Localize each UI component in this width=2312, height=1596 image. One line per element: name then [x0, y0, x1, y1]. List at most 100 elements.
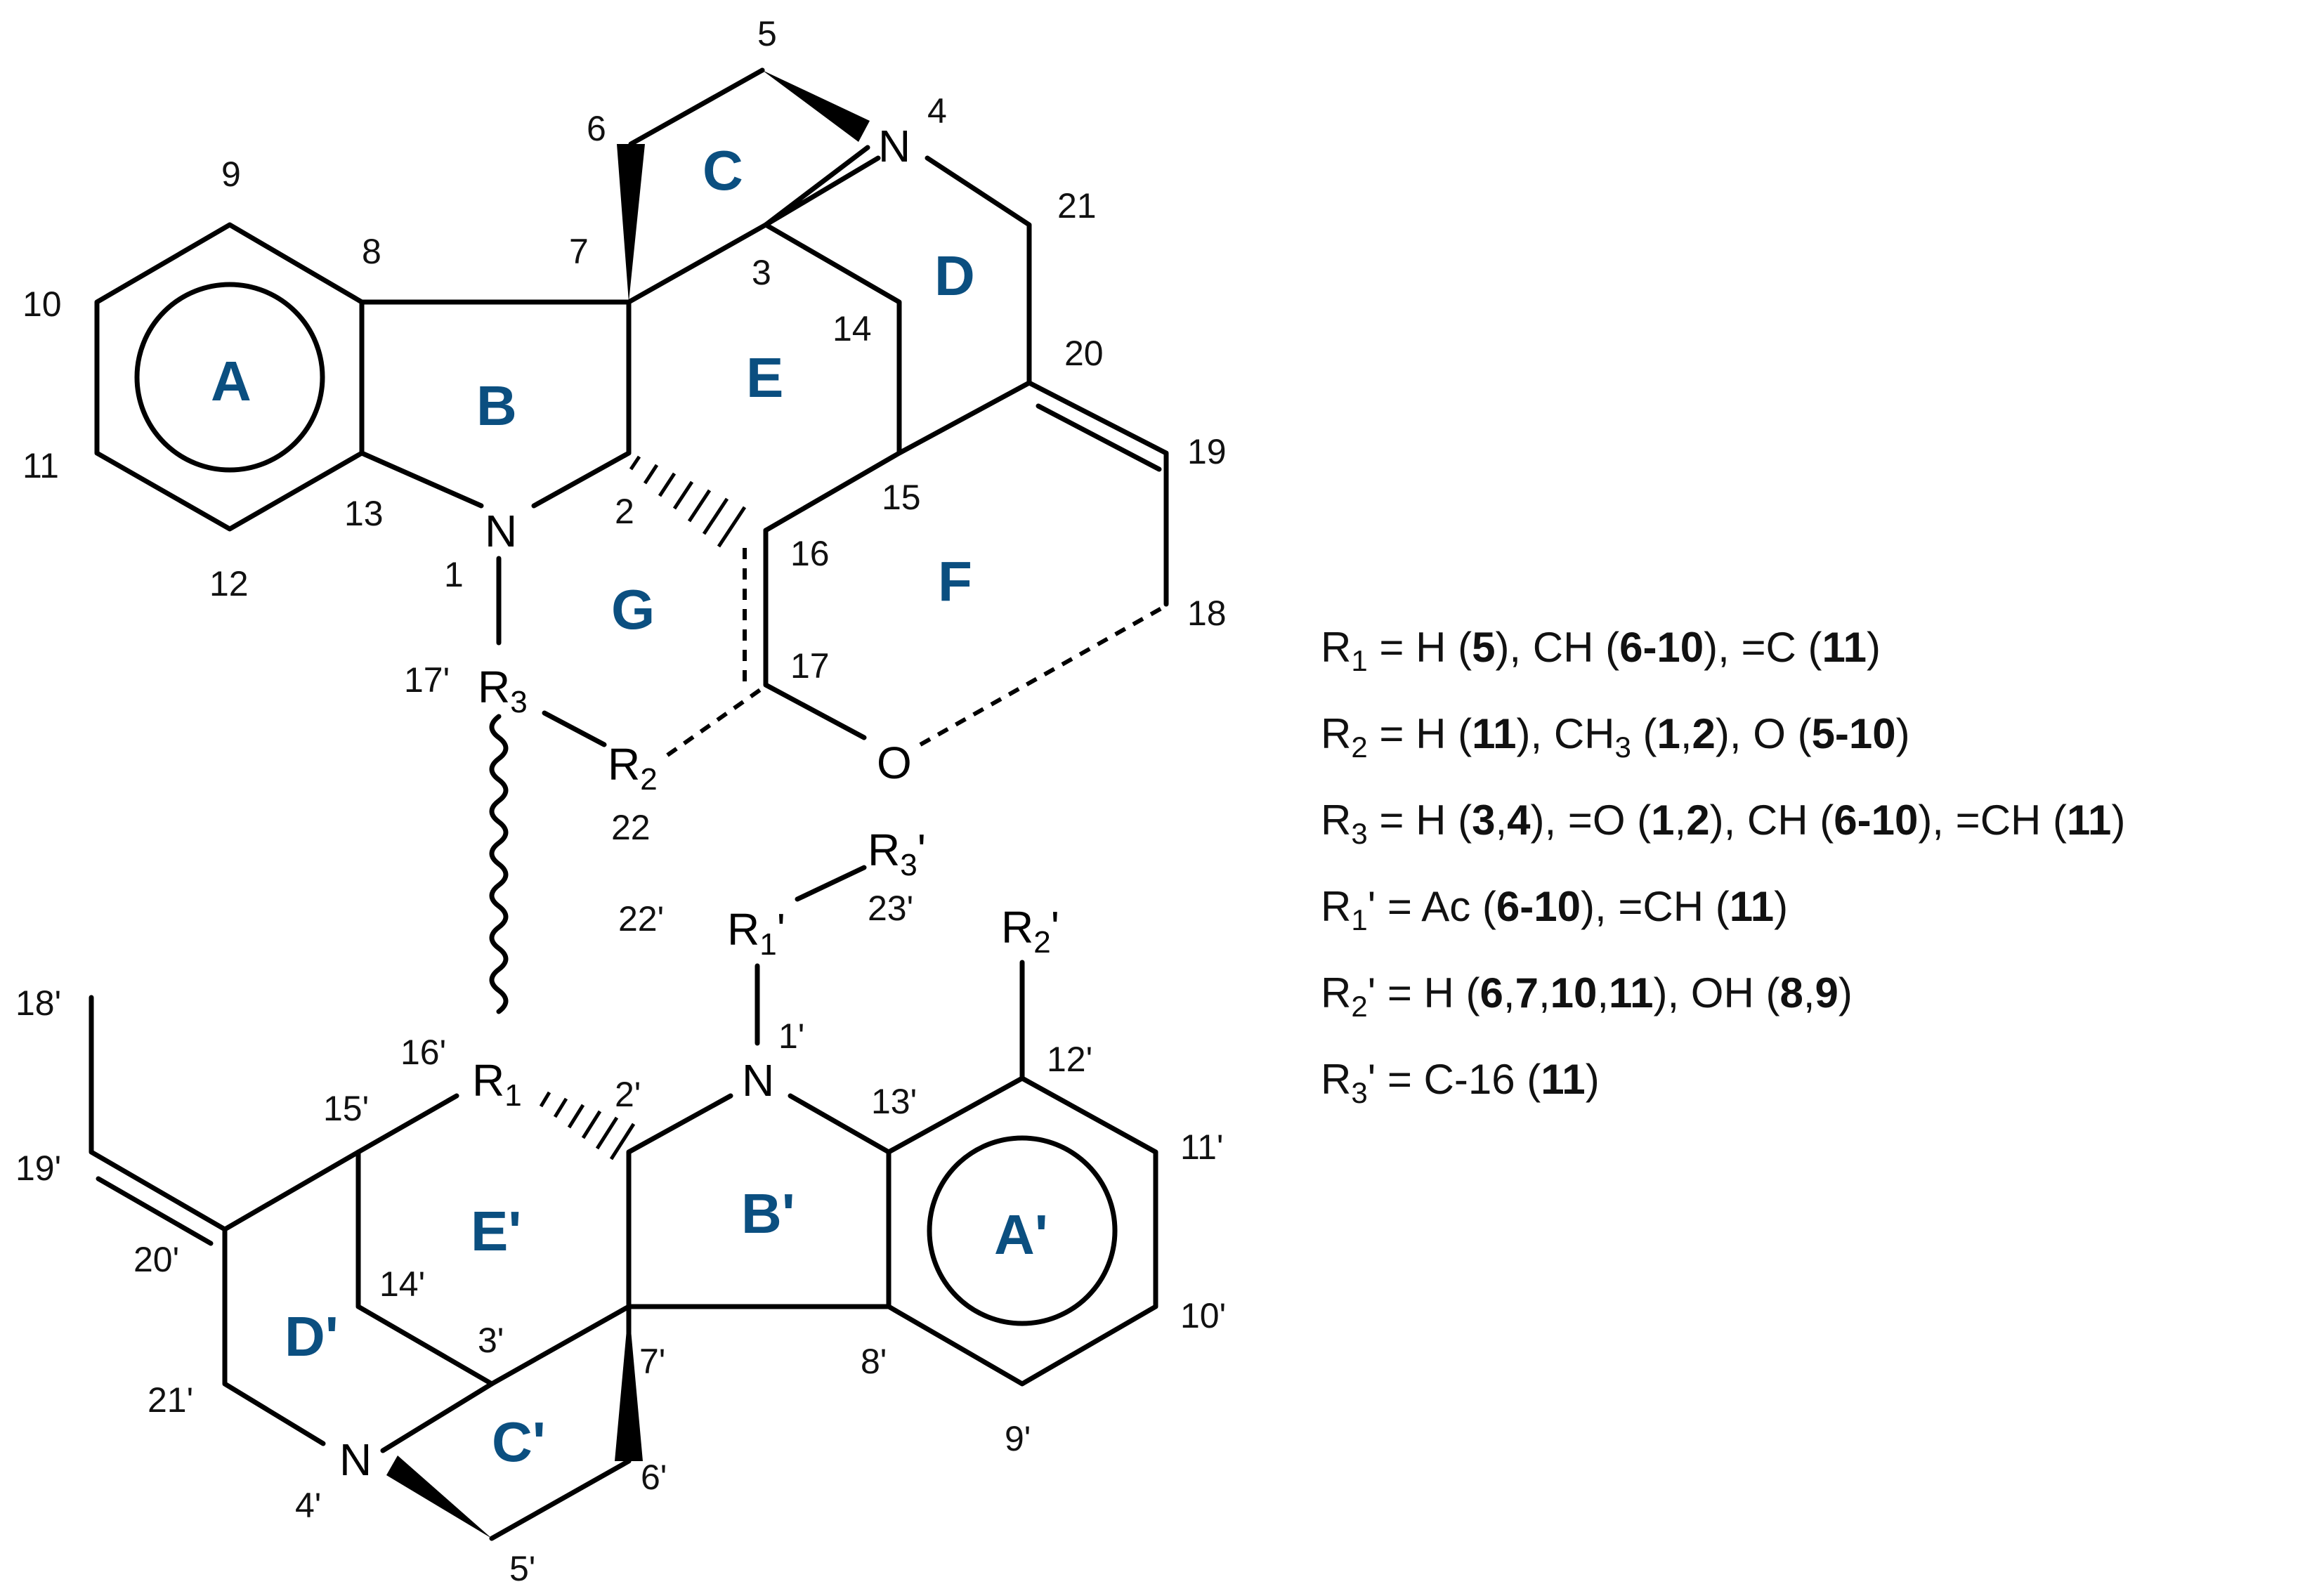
- pos-14-prime: 14': [379, 1264, 425, 1304]
- ring-label-c: C: [703, 139, 743, 202]
- pos-16: 16: [790, 534, 830, 573]
- legend-row: R3' = C-16 (11): [1321, 1036, 2125, 1123]
- pos-18-prime: 18': [15, 983, 61, 1023]
- legend-r-subscript: 2: [1351, 731, 1368, 764]
- legend-text: (: [1631, 710, 1657, 757]
- pos-22: 22: [611, 808, 651, 847]
- pos-11-prime: 11': [1180, 1127, 1223, 1167]
- wedge-bond-n4p-5p: [386, 1456, 492, 1538]
- hashed-bond-2-16: [629, 455, 747, 548]
- legend-r-subscript: 3: [1351, 1076, 1368, 1109]
- legend-compound-number: 11: [1472, 710, 1517, 757]
- legend-text: ), =O (: [1530, 797, 1652, 844]
- atom-n4p: N: [339, 1434, 372, 1485]
- legend-text: ,: [1538, 969, 1550, 1016]
- legend-text: ), =CH (: [1581, 883, 1730, 930]
- legend-text: = H (: [1376, 969, 1480, 1016]
- legend-r-subscript: 1: [1351, 644, 1368, 677]
- legend-r-symbol: R: [1321, 624, 1352, 671]
- bond-n1p-13p: [788, 1093, 892, 1155]
- legend-r-subscript: 1: [1351, 903, 1368, 936]
- legend-compound-number: 11: [1541, 1056, 1586, 1103]
- atom-r1: R1: [472, 1055, 522, 1113]
- bottom-half-bonds: [89, 865, 1158, 1541]
- ring-a-aromatic-circle: [134, 282, 325, 473]
- legend-text: ): [1838, 969, 1853, 1016]
- pos-3: 3: [752, 253, 771, 292]
- legend-compound-number: 11: [1822, 624, 1867, 671]
- ring-label-b-prime: B': [741, 1182, 795, 1245]
- dashed-bond-r2-17: [666, 686, 764, 757]
- legend-compound-number: 8: [1779, 969, 1803, 1016]
- pos-5-prime: 5': [509, 1549, 535, 1588]
- legend-r-subscript: 3: [1351, 817, 1368, 850]
- legend-text: ): [1585, 1056, 1600, 1103]
- legend-text: ), OH (: [1653, 969, 1780, 1016]
- legend-text: ): [1866, 624, 1881, 671]
- pos-16-prime: 16': [400, 1033, 446, 1072]
- legend-text: = C-16 (: [1376, 1056, 1541, 1103]
- legend-compound-number: 5-10: [1811, 710, 1896, 757]
- bottom-half-stereo: [386, 1091, 643, 1538]
- pos-13: 13: [344, 494, 384, 533]
- legend-compound-number: 10: [1550, 969, 1598, 1016]
- atom-r1p: R1': [727, 904, 785, 962]
- legend-compound-number: 6: [1480, 969, 1503, 1016]
- pos-21: 21: [1057, 186, 1097, 225]
- pos-19: 19: [1187, 432, 1227, 471]
- legend-compound-number: 5: [1472, 624, 1496, 671]
- atom-r2p: R2': [1001, 902, 1059, 960]
- pos-12: 12: [209, 564, 249, 603]
- legend-r-prime: ': [1367, 969, 1376, 1016]
- legend-compound-number: 11: [1729, 883, 1775, 930]
- legend-compound-number: 1: [1651, 797, 1675, 844]
- legend-row: R2 = H (11), CH3 (1,2), O (5-10): [1321, 691, 2125, 777]
- hashed-bond-16p-2p: [539, 1091, 636, 1160]
- pos-9: 9: [221, 155, 241, 194]
- ring-label-b: B: [476, 374, 517, 437]
- legend-text: ), CH: [1516, 710, 1615, 757]
- ring-label-d-prime: D': [285, 1305, 339, 1368]
- pos-18: 18: [1187, 594, 1227, 633]
- legend-text: ), =C (: [1704, 624, 1822, 671]
- pos-11: 11: [22, 446, 59, 485]
- legend-compound-number: 6-10: [1834, 797, 1919, 844]
- pos-5: 5: [757, 14, 777, 53]
- bond-r1p-r3p: [795, 865, 867, 902]
- legend-compound-number: 11: [1609, 969, 1654, 1016]
- legend-row: R3 = H (3,4), =O (1,2), CH (6-10), =CH (…: [1321, 777, 2125, 863]
- pos-4-prime: 4': [295, 1486, 321, 1525]
- ring-d-prime-bonds: [222, 1149, 495, 1453]
- ring-labels: A B C D E F G A' B' C' D' E': [211, 139, 1048, 1473]
- ring-label-c-prime: C': [492, 1411, 546, 1473]
- pos-20: 20: [1064, 334, 1104, 373]
- ring-d-bonds: [763, 155, 1032, 533]
- atom-n4: N: [878, 121, 910, 171]
- legend-text: ): [1895, 710, 1910, 757]
- ring-label-e-prime: E': [471, 1200, 521, 1262]
- wedge-bond-5-n4: [762, 70, 870, 142]
- legend-compound-number: 2: [1692, 710, 1716, 757]
- pos-2-prime: 2': [615, 1075, 641, 1114]
- top-half-bonds: [94, 67, 1169, 747]
- legend-text: ): [2111, 797, 2126, 844]
- legend-text: = H (: [1367, 797, 1472, 844]
- pos-4: 4: [927, 91, 947, 131]
- wavy-linkage: [489, 714, 509, 1014]
- legend-r-subscript: 2: [1351, 990, 1368, 1023]
- dashed-bond-o-18: [919, 606, 1164, 747]
- legend-row: R2' = H (6,7,10,11), OH (8,9): [1321, 950, 2125, 1036]
- atom-o: O: [877, 738, 912, 788]
- ring-label-g: G: [611, 578, 655, 641]
- legend-r-prime: ': [1367, 883, 1376, 930]
- pos-8: 8: [362, 232, 381, 271]
- legend-text: = H (: [1367, 710, 1472, 757]
- legend-text: ,: [1680, 710, 1692, 757]
- legend-compound-number: 11: [2067, 797, 2112, 844]
- pos-6: 6: [587, 109, 606, 148]
- bond-r3-r2: [542, 710, 607, 747]
- legend-r-symbol: R: [1321, 710, 1352, 757]
- atom-r3p: R3': [868, 825, 926, 882]
- legend-text: ), O (: [1715, 710, 1812, 757]
- pos-21-prime: 21': [148, 1380, 193, 1420]
